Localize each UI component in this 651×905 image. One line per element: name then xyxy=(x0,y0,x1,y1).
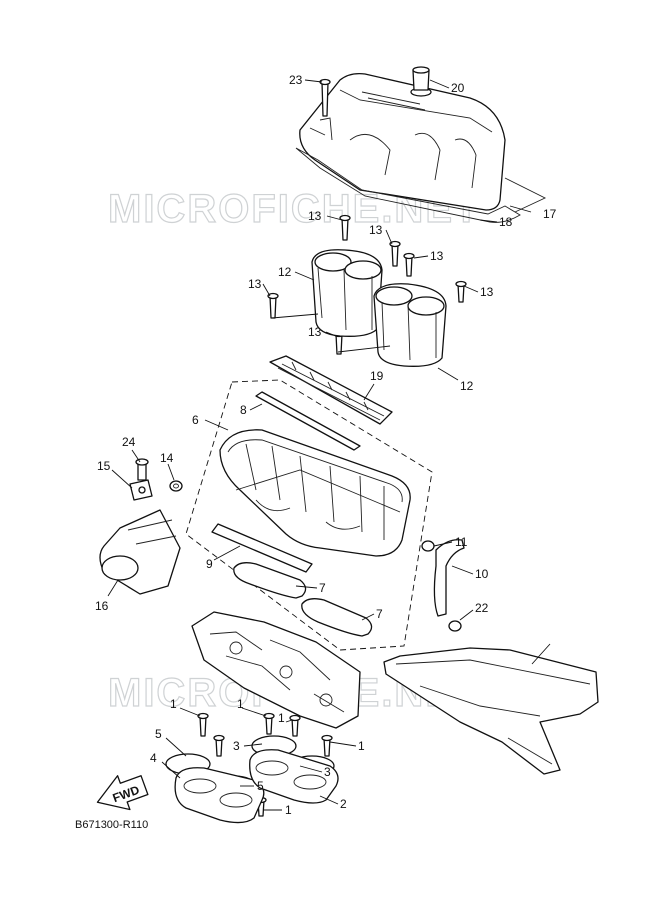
clamp-upper xyxy=(421,540,435,552)
callout-1-c: 1 xyxy=(278,711,285,725)
callout-5-a: 5 xyxy=(155,727,162,741)
callout-10: 10 xyxy=(475,567,489,581)
callout-21: 23 xyxy=(289,73,303,87)
callout-1-d: 1 xyxy=(358,739,365,753)
cover-screw xyxy=(319,78,331,117)
callout-13-c: 13 xyxy=(430,249,444,263)
callout-1-e: 1 xyxy=(285,803,292,817)
callout-18: 18 xyxy=(499,215,513,229)
air-cleaner-cover xyxy=(299,72,506,211)
joint-bolts xyxy=(197,712,333,817)
throttle-body xyxy=(191,611,361,729)
callout-7-a: 7 xyxy=(319,581,326,595)
carburetor-joint-right xyxy=(249,749,339,804)
heat-shield xyxy=(383,647,599,775)
carburetor-joint-left xyxy=(174,767,265,824)
callout-13-f: 13 xyxy=(308,325,322,339)
callout-2: 2 xyxy=(340,797,347,811)
clamp-lower xyxy=(448,620,462,632)
callout-12-b: 12 xyxy=(460,379,474,393)
grommet xyxy=(169,480,183,492)
drain-hose xyxy=(433,539,465,617)
air-cleaner-case xyxy=(219,429,411,557)
intake-duct xyxy=(99,509,181,595)
callout-11: 11 xyxy=(455,535,468,549)
callout-14: 14 xyxy=(160,451,174,465)
callout-12-a: 12 xyxy=(278,265,292,279)
callout-13-d: 13 xyxy=(480,285,494,299)
forward-direction-arrow: FWD xyxy=(96,775,149,811)
bracket-bolt xyxy=(135,458,149,481)
callout-3-a: 3 xyxy=(233,739,240,753)
callout-3-b: 3 xyxy=(324,765,331,779)
callout-5-b: 5 xyxy=(257,779,264,793)
callout-numbers: 23 20 17 18 13 13 13 13 13 13 12 12 19 8… xyxy=(95,73,557,817)
callout-9: 9 xyxy=(206,557,213,571)
callout-15: 15 xyxy=(97,459,111,473)
callout-4: 4 xyxy=(150,751,157,765)
gasket-right xyxy=(301,598,373,637)
air-filter-element xyxy=(269,355,393,425)
intake-funnel-right xyxy=(373,283,447,367)
leader-lines xyxy=(107,79,551,811)
filter-seal xyxy=(255,391,361,451)
callout-17: 17 xyxy=(543,207,557,221)
bracket xyxy=(129,479,153,501)
lower-plate xyxy=(211,523,313,573)
callout-20: 20 xyxy=(451,81,465,95)
funnel-guide-lines xyxy=(271,313,391,353)
cover-seal xyxy=(504,177,547,213)
callout-23: 24 xyxy=(122,435,136,449)
callout-1-b: 1 xyxy=(237,697,244,711)
callout-8: 8 xyxy=(240,403,247,417)
callout-6: 6 xyxy=(192,413,199,427)
callout-19: 19 xyxy=(370,369,384,383)
gasket-left xyxy=(233,562,307,599)
callout-7-b: 7 xyxy=(376,607,383,621)
callout-13-b: 13 xyxy=(369,223,383,237)
diagram-reference-code: B671300-R110 xyxy=(75,819,148,831)
callout-16: 16 xyxy=(95,599,109,613)
cover-gasket xyxy=(295,147,521,223)
callout-22: 22 xyxy=(475,601,489,615)
callout-13-e: 13 xyxy=(248,277,262,291)
breather-fitting xyxy=(410,66,432,97)
intake-funnel-left xyxy=(311,249,383,337)
callout-1-a: 1 xyxy=(170,697,177,711)
assembly-boundary xyxy=(185,379,433,651)
callout-13-a: 13 xyxy=(308,209,322,223)
